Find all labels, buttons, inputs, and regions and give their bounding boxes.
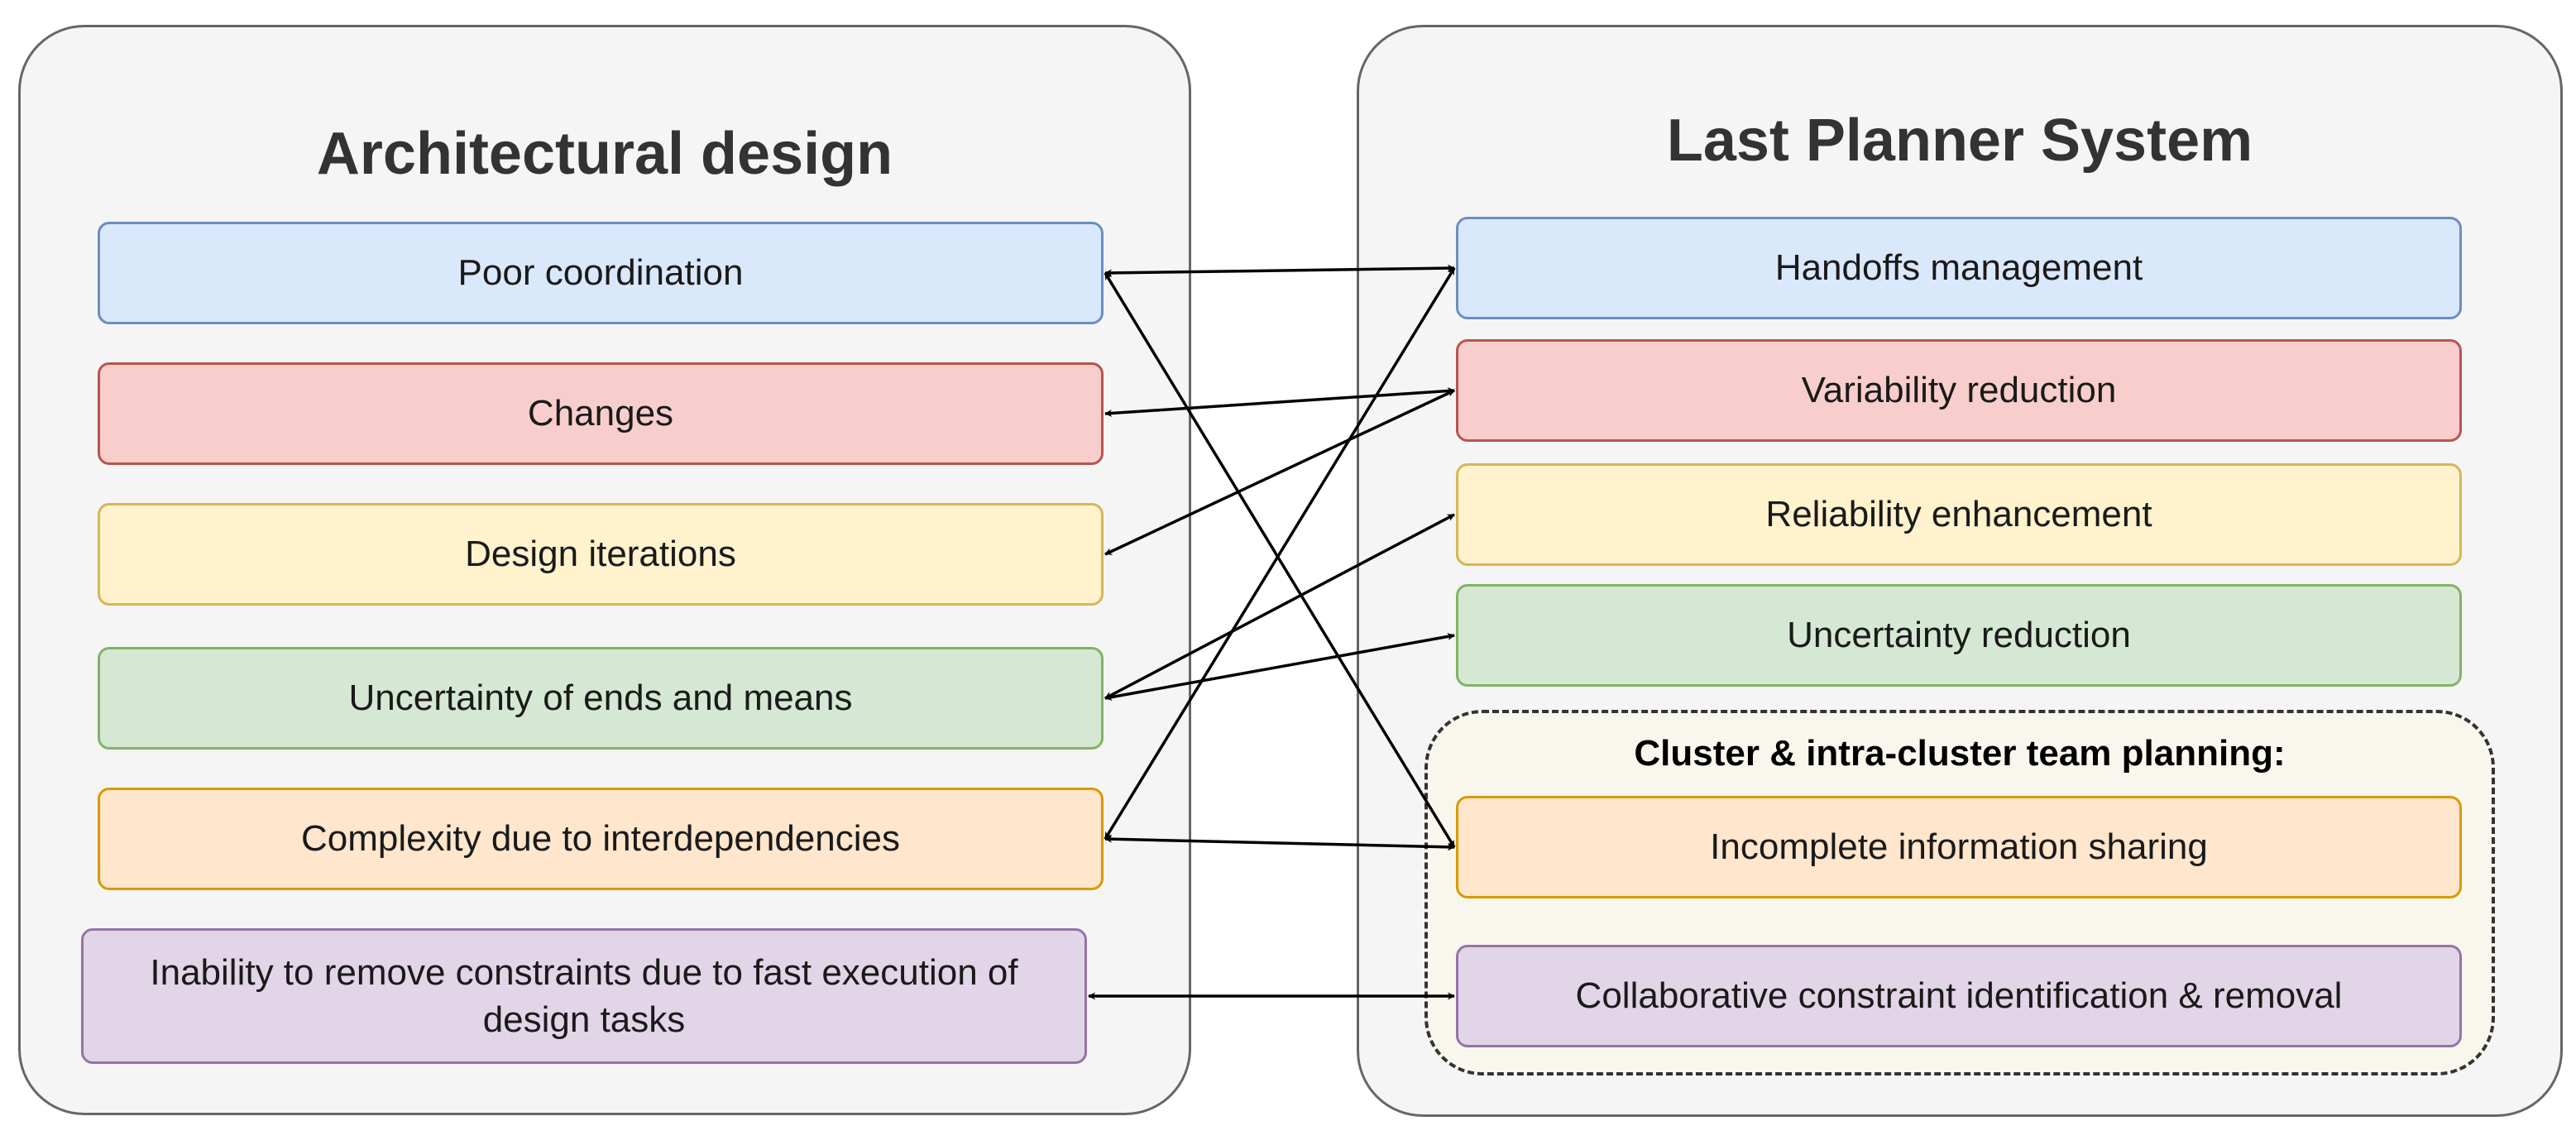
complexity-interdependencies-node: Complexity due to interdependencies <box>98 788 1104 890</box>
inability-remove-constraints-node: Inability to remove constraints due to f… <box>81 928 1087 1064</box>
link-uncertainty-ends-uncertainty-reduction <box>1104 633 1455 701</box>
reliability-enhancement-node: Reliability enhancement <box>1456 463 2462 566</box>
design-iterations-node: Design iterations <box>98 503 1104 606</box>
collaborative-constraint-node: Collaborative constraint identification … <box>1456 945 2462 1047</box>
link-uncertainty-ends-reliability <box>1104 513 1455 700</box>
incomplete-information-sharing-node: Incomplete information sharing <box>1456 796 2462 898</box>
link-complexity-handoffs <box>1104 267 1456 840</box>
uncertainty-reduction-node: Uncertainty reduction <box>1456 584 2462 687</box>
uncertainty-ends-means-node: Uncertainty of ends and means <box>98 647 1104 750</box>
link-poor-coordination-handoffs <box>1104 264 1455 277</box>
poor-coordination-node: Poor coordination <box>98 222 1104 324</box>
link-design-iterations-variability <box>1104 389 1455 556</box>
panel-title: Last Planner System <box>1666 108 2253 174</box>
handoffs-management-node: Handoffs management <box>1456 217 2462 319</box>
panel-title: Architectural design <box>316 121 893 187</box>
link-poor-coordination-information-sharing <box>1104 272 1456 848</box>
changes-node: Changes <box>98 362 1104 465</box>
link-changes-variability <box>1104 387 1455 417</box>
variability-reduction-node: Variability reduction <box>1456 339 2462 442</box>
cluster-title: Cluster & intra-cluster team planning: <box>1634 733 2286 774</box>
link-complexity-information-sharing <box>1104 835 1455 851</box>
